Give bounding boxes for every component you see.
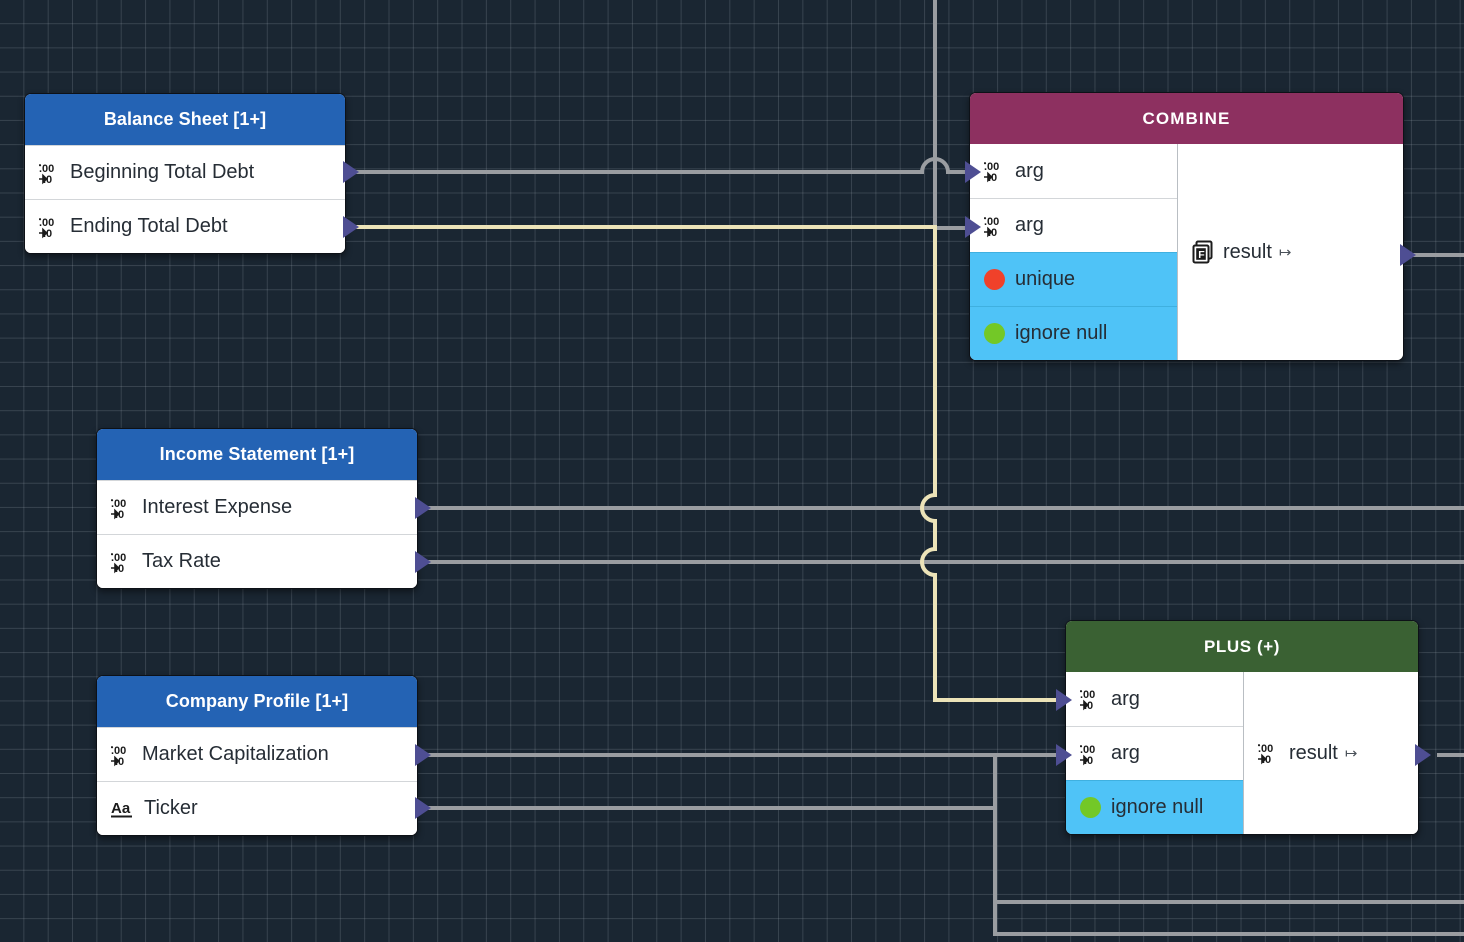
- input-label: arg: [1015, 159, 1044, 182]
- number-icon: .00 .0: [984, 159, 1006, 183]
- node-combine-outputs[interactable]: F result ↦: [1177, 144, 1403, 360]
- port-ending-total-debt-out[interactable]: [343, 216, 359, 238]
- input-label: arg: [1111, 687, 1140, 710]
- red-dot-icon: [984, 269, 1005, 290]
- port-market-capitalization-out[interactable]: [415, 744, 431, 766]
- input-label: arg: [1015, 214, 1044, 236]
- node-company-profile[interactable]: Company Profile [1+] .00 .0 Market Capit…: [96, 675, 418, 836]
- number-icon: .00 .0: [111, 550, 133, 574]
- number-icon: .00 .0: [39, 215, 61, 239]
- output-label: result: [1288, 741, 1338, 764]
- formula-list-icon: F: [1192, 240, 1214, 264]
- input-arg-2[interactable]: .00 .0 arg: [1066, 726, 1243, 780]
- svg-text:.00: .00: [984, 161, 999, 173]
- field-label: Ending Total Debt: [70, 215, 228, 237]
- svg-text:F: F: [1198, 249, 1205, 261]
- number-icon: .00 .0: [1257, 741, 1280, 765]
- number-icon: .00 .0: [984, 214, 1006, 238]
- port-tax-rate-out[interactable]: [415, 551, 431, 573]
- option-unique[interactable]: unique: [970, 252, 1178, 306]
- edge-ending-total-debt-to-plus-arg1: [346, 225, 1056, 702]
- number-icon: .00 .0: [39, 161, 61, 185]
- field-label: Ticker: [144, 797, 198, 819]
- field-market-capitalization[interactable]: .00 .0 Market Capitalization: [97, 727, 417, 781]
- field-label: Interest Expense: [142, 496, 293, 518]
- option-label: ignore null: [1111, 796, 1204, 818]
- svg-text:.0: .0: [1084, 700, 1093, 711]
- svg-text:.0: .0: [1084, 755, 1093, 766]
- node-plus-inputs: .00 .0 arg .00 .0: [1066, 672, 1243, 834]
- svg-text:.0: .0: [115, 563, 124, 574]
- svg-text:.0: .0: [988, 172, 997, 183]
- svg-text:.00: .00: [984, 216, 999, 228]
- svg-text:.0: .0: [988, 227, 997, 238]
- svg-text:.0: .0: [43, 228, 52, 239]
- node-plus[interactable]: PLUS (+) .00 .0 arg: [1065, 620, 1419, 835]
- svg-text:.00: .00: [1080, 744, 1095, 756]
- edge-beginning-total-debt-to-combine-arg1: [346, 157, 968, 174]
- maps-to-icon: ↦: [1344, 745, 1358, 762]
- node-plus-body: .00 .0 arg .00 .0: [1066, 672, 1418, 834]
- node-combine[interactable]: COMBINE .00 .0 arg: [969, 92, 1404, 361]
- green-dot-icon: [1080, 797, 1101, 818]
- svg-text:.0: .0: [115, 509, 124, 520]
- port-combine-arg1-in[interactable]: [965, 161, 981, 183]
- input-arg-2[interactable]: .00 .0 arg: [970, 198, 1178, 252]
- input-arg-1[interactable]: .00 .0 arg: [1066, 672, 1243, 726]
- svg-text:Aa: Aa: [111, 800, 131, 817]
- port-beginning-total-debt-out[interactable]: [343, 161, 359, 183]
- field-label: Market Capitalization: [142, 743, 329, 765]
- green-dot-icon: [984, 323, 1005, 344]
- maps-to-icon: ↦: [1278, 244, 1292, 261]
- svg-text:.00: .00: [39, 217, 54, 229]
- svg-text:.00: .00: [111, 498, 126, 510]
- svg-text:.00: .00: [39, 163, 54, 175]
- input-arg-1[interactable]: .00 .0 arg: [970, 144, 1178, 198]
- field-tax-rate[interactable]: .00 .0 Tax Rate: [97, 534, 417, 588]
- number-icon: .00 .0: [111, 743, 133, 767]
- number-icon: .00 .0: [111, 496, 133, 520]
- option-label: ignore null: [1015, 322, 1108, 344]
- input-label: arg: [1111, 742, 1140, 764]
- node-income-statement-title: Income Statement [1+]: [97, 429, 417, 480]
- svg-text:.00: .00: [111, 552, 126, 564]
- port-combine-result-out[interactable]: [1400, 244, 1416, 266]
- node-combine-title: COMBINE: [970, 93, 1403, 144]
- node-combine-body: .00 .0 arg .00 .0: [970, 144, 1403, 360]
- number-icon: .00 .0: [1080, 742, 1102, 766]
- port-plus-arg2-in[interactable]: [1056, 744, 1072, 766]
- port-interest-expense-out[interactable]: [415, 497, 431, 519]
- svg-text:.0: .0: [43, 174, 52, 185]
- svg-text:.00: .00: [1080, 689, 1095, 701]
- svg-text:.00: .00: [1258, 743, 1273, 755]
- field-ticker[interactable]: Aa Ticker: [97, 781, 417, 835]
- text-icon: Aa: [111, 798, 135, 820]
- edge-offscreen-top-to-combine-arg2: [933, 0, 968, 230]
- node-balance-sheet[interactable]: Balance Sheet [1+] .00 .0 Beginning Tota…: [24, 93, 346, 254]
- port-plus-arg1-in[interactable]: [1056, 689, 1072, 711]
- node-income-statement[interactable]: Income Statement [1+] .00 .0 Interest Ex…: [96, 428, 418, 589]
- port-plus-result-out[interactable]: [1415, 744, 1431, 766]
- option-ignore-null[interactable]: ignore null: [1066, 780, 1243, 834]
- field-beginning-total-debt[interactable]: .00 .0 Beginning Total Debt: [25, 145, 345, 199]
- port-combine-arg2-in[interactable]: [965, 216, 981, 238]
- port-ticker-out[interactable]: [415, 797, 431, 819]
- field-label: Tax Rate: [142, 550, 221, 572]
- node-plus-outputs[interactable]: .00 .0 result ↦: [1242, 672, 1418, 834]
- svg-text:.0: .0: [115, 756, 124, 767]
- node-plus-title: PLUS (+): [1066, 621, 1418, 672]
- svg-text:.00: .00: [111, 745, 126, 757]
- field-interest-expense[interactable]: .00 .0 Interest Expense: [97, 480, 417, 534]
- output-label: result: [1223, 240, 1272, 263]
- field-label: Beginning Total Debt: [70, 161, 255, 183]
- number-icon: .00 .0: [1080, 687, 1102, 711]
- svg-text:.0: .0: [1262, 754, 1271, 765]
- field-ending-total-debt[interactable]: .00 .0 Ending Total Debt: [25, 199, 345, 253]
- node-balance-sheet-title: Balance Sheet [1+]: [25, 94, 345, 145]
- node-combine-inputs: .00 .0 arg .00 .0: [970, 144, 1178, 360]
- node-company-profile-title: Company Profile [1+]: [97, 676, 417, 727]
- option-ignore-null[interactable]: ignore null: [970, 306, 1178, 360]
- option-label: unique: [1015, 268, 1076, 290]
